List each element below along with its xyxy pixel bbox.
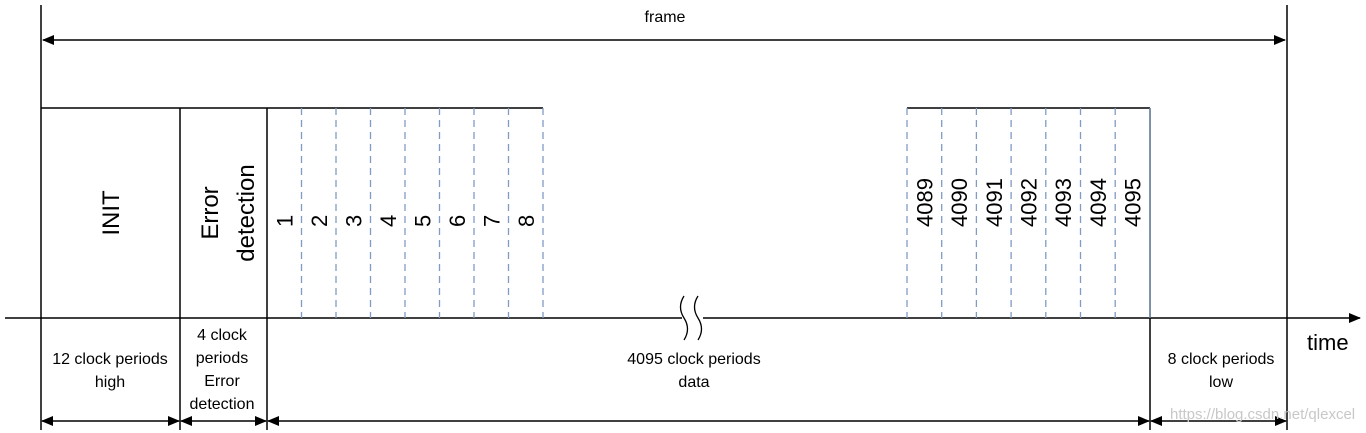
error-period-line2: periods — [196, 350, 248, 367]
axis-break-mark — [679, 295, 689, 341]
init-block: INIT — [98, 190, 125, 236]
init-label: INIT — [98, 190, 125, 236]
slot-label: 4090 — [947, 178, 972, 227]
slot-label: 5 — [410, 215, 435, 227]
error-period-line1: 4 clock — [197, 327, 248, 344]
axis-break-mark — [693, 295, 703, 341]
slot-label: 4089 — [912, 178, 937, 227]
data-period-line1: 4095 clock periods — [627, 351, 760, 368]
slot-label: 4 — [376, 215, 401, 227]
frame-span: frame — [40, 5, 1288, 430]
segment-descriptions: 12 clock periods high 4 clock periods Er… — [52, 327, 1274, 413]
slot-label: 1 — [272, 215, 297, 227]
slot-label: 4093 — [1051, 178, 1076, 227]
init-period-line2: high — [95, 374, 125, 391]
error-label-line2: detection — [233, 164, 260, 261]
frame-label: frame — [645, 9, 686, 26]
slot-label: 4091 — [982, 178, 1007, 227]
error-period-line3: Error — [204, 373, 240, 390]
watermark: https://blog.csdn.net/qlexcel — [1170, 406, 1355, 423]
data-slots-last: 4089 4090 4091 4092 4093 4094 4095 — [906, 108, 1151, 318]
slot-label: 6 — [445, 215, 470, 227]
low-period-line1: 8 clock periods — [1168, 351, 1275, 368]
time-axis: time — [5, 295, 1361, 355]
slot-label: 4095 — [1121, 178, 1146, 227]
error-detection-block: Error detection — [197, 164, 260, 261]
slot-label: 2 — [307, 215, 332, 227]
low-period-line2: low — [1209, 374, 1233, 391]
slot-label: 3 — [341, 215, 366, 227]
error-period-line4: detection — [190, 396, 255, 413]
time-label: time — [1307, 330, 1349, 355]
slot-label: 7 — [479, 215, 504, 227]
error-label-line1: Error — [197, 186, 224, 239]
data-period-line2: data — [678, 374, 709, 391]
init-period-line1: 12 clock periods — [52, 351, 168, 368]
slot-label: 8 — [514, 215, 539, 227]
slot-label: 4094 — [1086, 178, 1111, 227]
slot-label: 4092 — [1016, 178, 1041, 227]
